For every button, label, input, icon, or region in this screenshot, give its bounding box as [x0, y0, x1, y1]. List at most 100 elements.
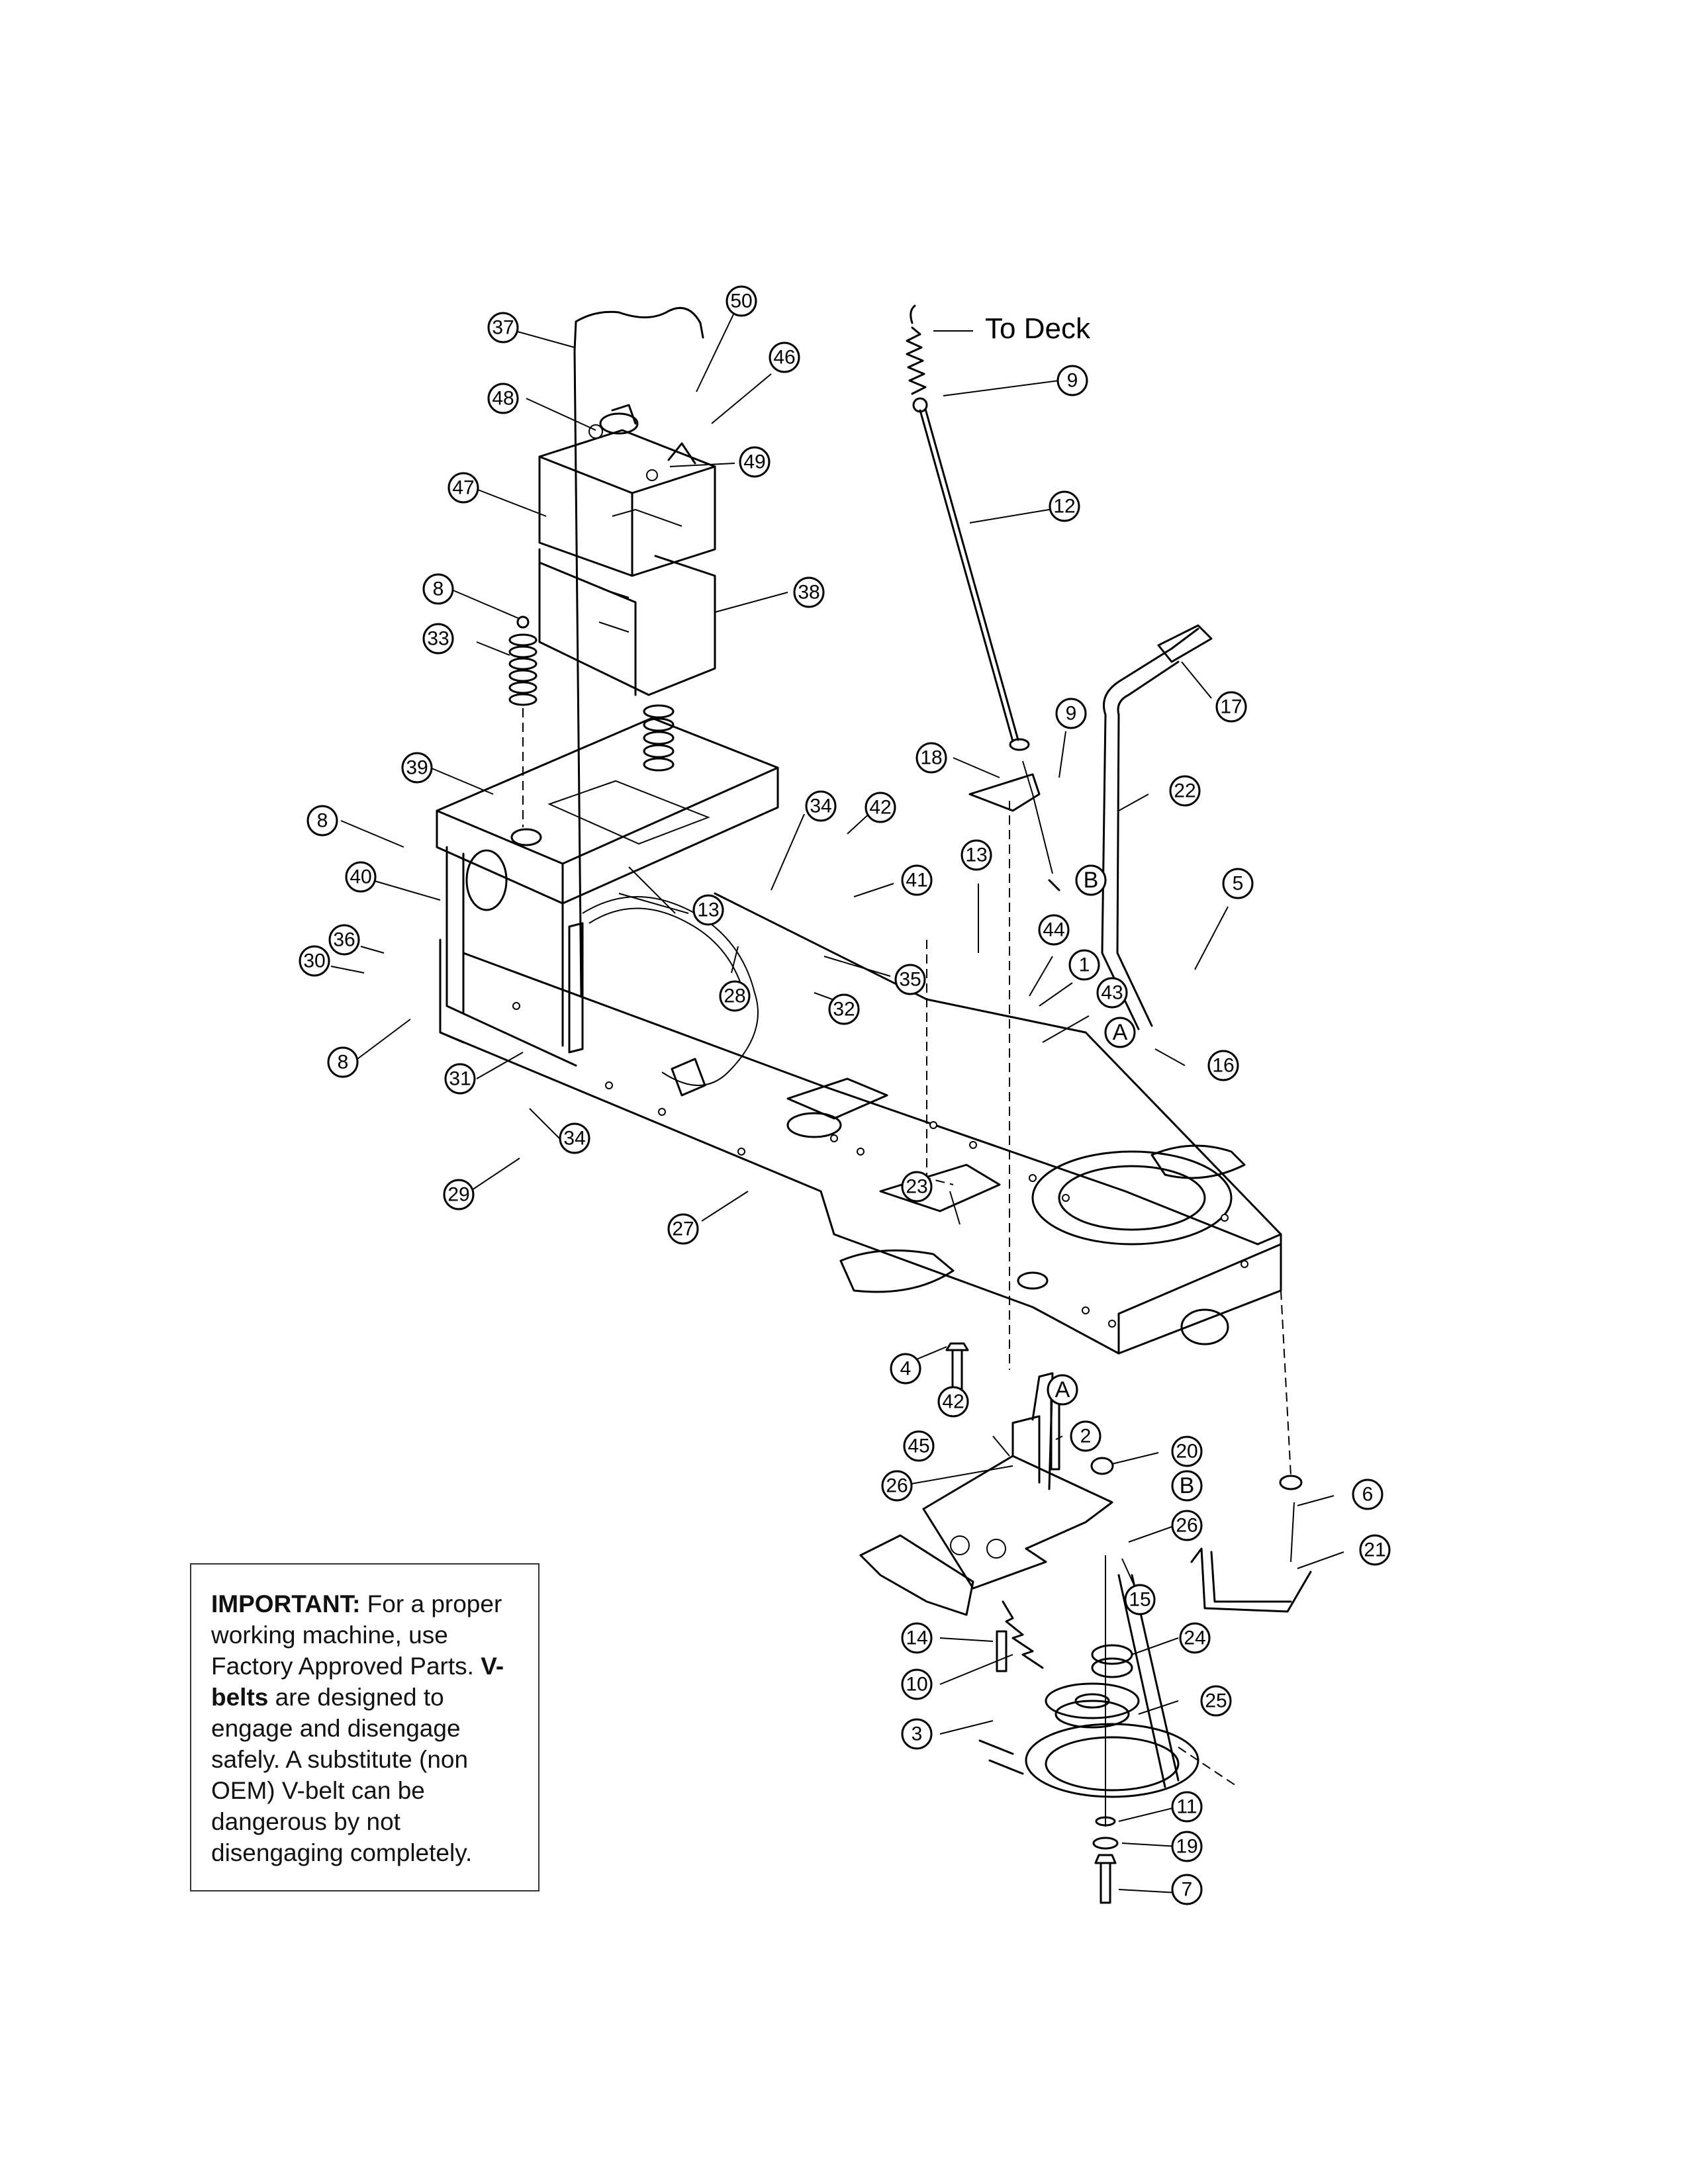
callout-circle	[739, 446, 771, 478]
callout-number: 25	[1205, 1690, 1227, 1712]
callout-circle	[828, 993, 860, 1025]
callout-number: 34	[563, 1128, 585, 1150]
callout-circle	[444, 1063, 476, 1095]
callout-number: 8	[317, 810, 328, 832]
reference-letter-A: A	[1104, 1017, 1136, 1048]
callout-number: 37	[492, 317, 514, 339]
callout-circle	[447, 472, 479, 504]
callout-8: 8	[422, 573, 454, 605]
callout-circle	[1056, 365, 1088, 396]
callout-circle	[901, 1668, 933, 1700]
callout-number: 9	[1066, 703, 1077, 725]
callout-21: 21	[1359, 1534, 1391, 1566]
callout-circle	[726, 285, 757, 317]
callout-number: 8	[433, 578, 444, 600]
callout-circle	[667, 1213, 699, 1245]
callout-number: 13	[697, 899, 719, 921]
callout-circle	[1038, 914, 1070, 946]
callout-number: 31	[449, 1068, 471, 1090]
reference-letter-text: A	[1113, 1020, 1128, 1045]
callout-number: 40	[350, 866, 371, 888]
callout-18: 18	[915, 742, 947, 774]
callout-31: 31	[444, 1063, 476, 1095]
callout-number: 21	[1364, 1539, 1385, 1561]
callout-17: 17	[1215, 691, 1247, 723]
callout-number: 39	[406, 757, 428, 779]
callout-number: 11	[1176, 1796, 1197, 1818]
callout-26: 26	[881, 1470, 913, 1502]
callout-circle	[903, 1430, 935, 1462]
callout-circle	[901, 1718, 933, 1750]
callout-14: 14	[901, 1622, 933, 1654]
callout-8: 8	[327, 1046, 359, 1078]
callout-28: 28	[719, 980, 751, 1012]
callout-number: 44	[1043, 919, 1064, 941]
callout-45: 45	[903, 1430, 935, 1462]
callout-number: 32	[833, 999, 855, 1021]
callout-number: 34	[810, 796, 831, 817]
callout-circle	[1049, 490, 1080, 522]
callout-circle	[1124, 1584, 1156, 1615]
callout-2: 2	[1070, 1420, 1102, 1452]
callout-20: 20	[1171, 1435, 1203, 1467]
callout-46: 46	[769, 341, 800, 373]
callout-circle	[422, 623, 454, 655]
callout-circle	[1207, 1050, 1239, 1081]
callout-34: 34	[805, 790, 837, 822]
callout-40: 40	[345, 861, 377, 893]
callout-circle	[901, 1622, 933, 1654]
callout-circle	[1171, 1510, 1203, 1541]
callout-circle	[327, 1046, 359, 1078]
callout-circle	[1222, 868, 1254, 899]
callout-number: 42	[869, 797, 891, 819]
notice-heading: IMPORTANT:	[211, 1590, 361, 1617]
callout-circle	[1200, 1685, 1232, 1717]
callout-number: 35	[899, 969, 921, 991]
callout-3: 3	[901, 1718, 933, 1750]
callout-number: 45	[908, 1435, 929, 1457]
callout-4: 4	[890, 1353, 921, 1385]
battery-tray	[436, 717, 779, 1067]
reference-letter-circle	[1075, 864, 1107, 896]
callout-6: 6	[1352, 1479, 1383, 1510]
deck-linkage	[906, 304, 1312, 1613]
callout-number: 49	[743, 451, 765, 473]
notice-text-2: are designed to engage and disengage saf…	[211, 1684, 473, 1866]
callout-circle	[1359, 1534, 1391, 1566]
callout-number: 20	[1176, 1441, 1197, 1463]
callout-circle	[719, 980, 751, 1012]
callout-circle	[915, 742, 947, 774]
callout-circle	[487, 383, 519, 414]
callout-29: 29	[443, 1179, 475, 1210]
reference-letter-A: A	[1047, 1374, 1078, 1406]
callout-circle	[345, 861, 377, 893]
callout-number: 2	[1080, 1426, 1092, 1447]
reference-letter-text: A	[1055, 1377, 1070, 1402]
notice-emphasis: V-belts	[211, 1653, 504, 1711]
reference-letter-B: B	[1171, 1470, 1203, 1502]
callout-26: 26	[1171, 1510, 1203, 1541]
leader-lines	[330, 314, 1344, 1893]
callout-42: 42	[937, 1386, 969, 1418]
battery-assembly	[508, 306, 716, 997]
callout-number: 26	[1176, 1515, 1197, 1537]
callout-circle	[865, 792, 896, 823]
callout-44: 44	[1038, 914, 1070, 946]
callout-circle	[1179, 1622, 1211, 1654]
callout-number: 24	[1184, 1627, 1205, 1649]
callout-number: 14	[906, 1627, 927, 1649]
callout-number: 16	[1212, 1055, 1234, 1077]
callout-36: 36	[328, 924, 360, 956]
callout-13: 13	[692, 894, 724, 926]
reference-letter-circle	[1104, 1017, 1136, 1048]
callout-circle	[306, 805, 338, 837]
callout-number: 50	[730, 291, 752, 312]
callout-circle	[299, 945, 330, 977]
callout-circle	[487, 312, 519, 343]
callout-25: 25	[1200, 1685, 1232, 1717]
callout-30: 30	[299, 945, 330, 977]
callout-49: 49	[739, 446, 771, 478]
callout-number: 15	[1129, 1589, 1150, 1611]
